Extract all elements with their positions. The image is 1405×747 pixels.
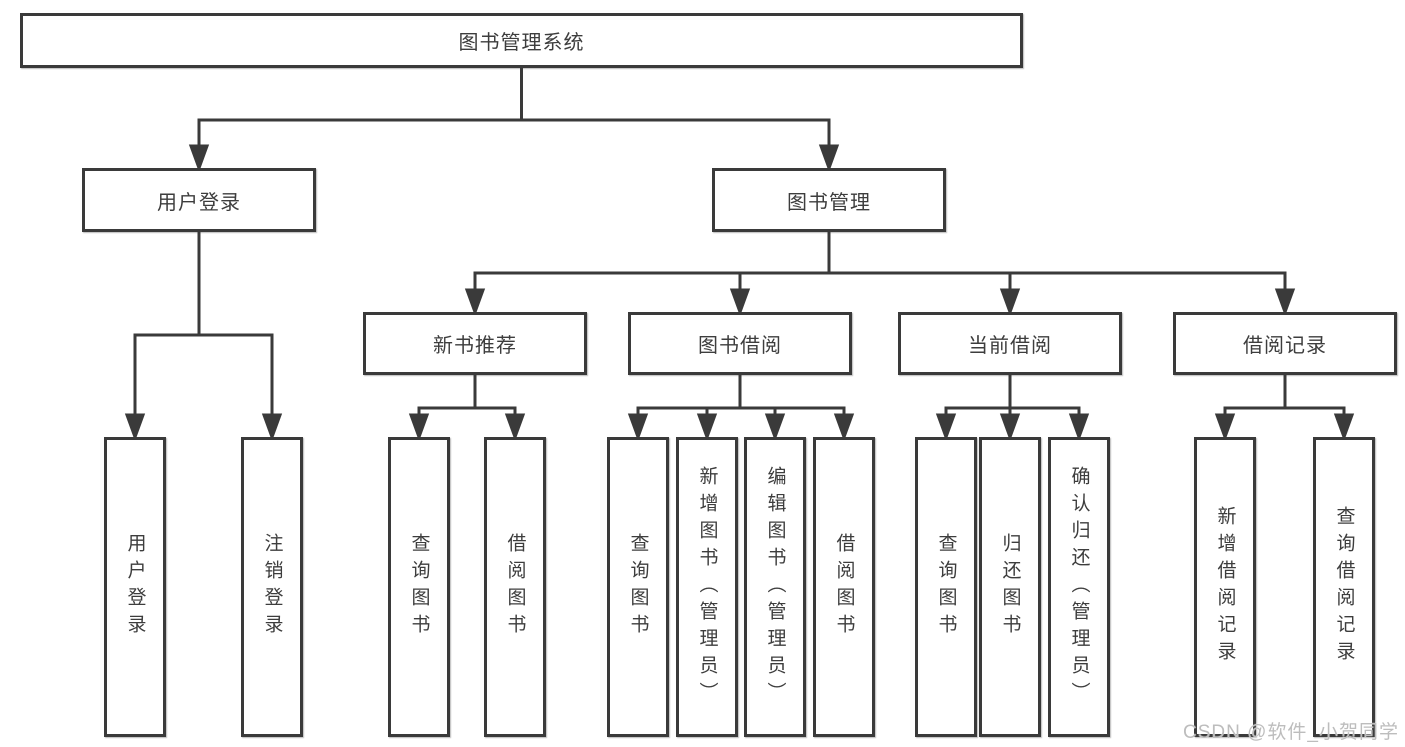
node-book-management-label: 图书管理 — [787, 191, 871, 214]
leaf-query-books-current-label: 查询图书 — [935, 533, 957, 641]
node-book-borrowing-label: 图书借阅 — [698, 335, 782, 357]
leaf-borrow-books-recommend-label: 借阅图书 — [504, 533, 526, 641]
node-current-borrowing-label: 当前借阅 — [968, 335, 1052, 357]
leaf-logout: 注销登录 — [241, 437, 303, 737]
node-user-login-label: 用户登录 — [157, 191, 241, 214]
leaf-borrow-books-borrowing-label: 借阅图书 — [833, 533, 855, 641]
node-book-management: 图书管理 — [712, 168, 946, 232]
leaf-query-books-borrowing: 查询图书 — [607, 437, 669, 737]
leaf-confirm-return-admin-label: 确认归还（管理员） — [1068, 465, 1090, 709]
leaf-add-book-admin-label: 新增图书（管理员） — [696, 465, 718, 709]
leaf-user-login-label: 用户登录 — [124, 533, 146, 641]
csdn-watermark: CSDN @软件_小贺同学 — [1183, 722, 1399, 743]
node-book-borrowing: 图书借阅 — [628, 312, 852, 375]
leaf-query-books-current: 查询图书 — [915, 437, 977, 737]
leaf-return-book-label: 归还图书 — [999, 533, 1021, 641]
node-new-book-recommend-label: 新书推荐 — [433, 335, 517, 357]
leaf-query-books-borrowing-label: 查询图书 — [627, 533, 649, 641]
node-borrowing-records: 借阅记录 — [1173, 312, 1397, 375]
leaf-borrow-books-recommend: 借阅图书 — [484, 437, 546, 737]
leaf-add-borrow-record-label: 新增借阅记录 — [1214, 506, 1236, 668]
node-root-label: 图书管理系统 — [458, 32, 585, 54]
leaf-user-login: 用户登录 — [104, 437, 166, 737]
node-user-login: 用户登录 — [82, 168, 316, 232]
leaf-query-borrow-record-label: 查询借阅记录 — [1333, 506, 1355, 668]
leaf-edit-book-admin-label: 编辑图书（管理员） — [764, 465, 786, 709]
leaf-add-borrow-record: 新增借阅记录 — [1194, 437, 1256, 737]
leaf-edit-book-admin: 编辑图书（管理员） — [744, 437, 806, 737]
leaf-query-borrow-record: 查询借阅记录 — [1313, 437, 1375, 737]
leaf-query-books-recommend: 查询图书 — [388, 437, 450, 737]
leaf-borrow-books-borrowing: 借阅图书 — [813, 437, 875, 737]
node-current-borrowing: 当前借阅 — [898, 312, 1122, 375]
leaf-return-book: 归还图书 — [979, 437, 1041, 737]
leaf-query-books-recommend-label: 查询图书 — [408, 533, 430, 641]
leaf-confirm-return-admin: 确认归还（管理员） — [1048, 437, 1110, 737]
node-borrowing-records-label: 借阅记录 — [1243, 335, 1327, 357]
node-root-library-management-system: 图书管理系统 — [20, 13, 1023, 68]
node-new-book-recommend: 新书推荐 — [363, 312, 587, 375]
leaf-logout-label: 注销登录 — [261, 533, 283, 641]
leaf-add-book-admin: 新增图书（管理员） — [676, 437, 738, 737]
